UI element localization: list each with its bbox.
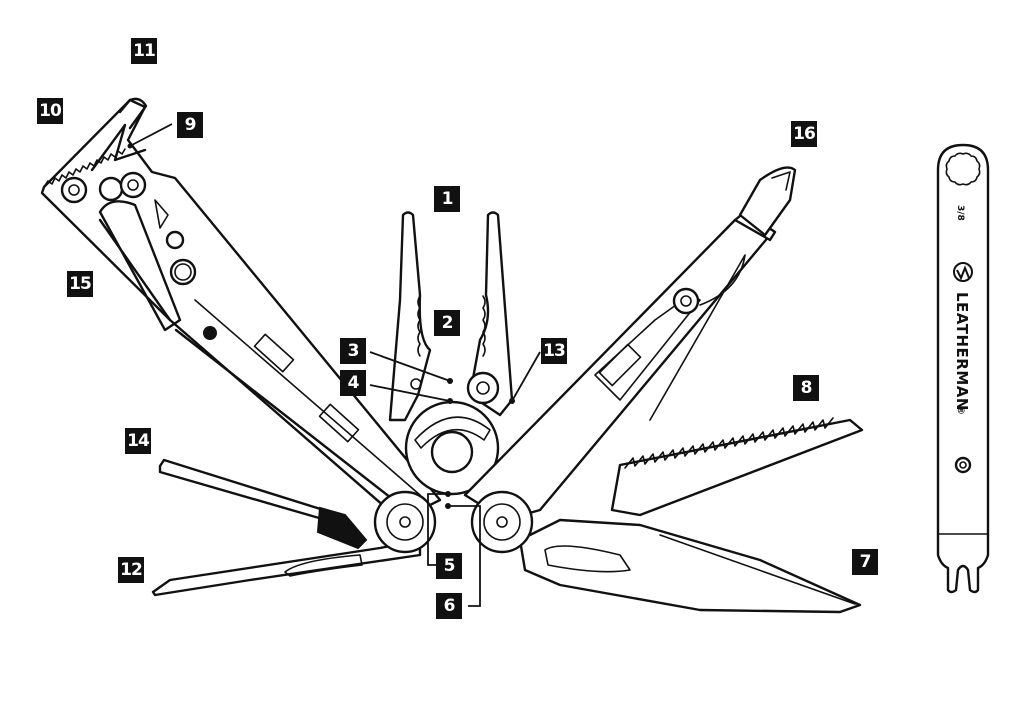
can-opener [98,200,182,332]
pry-tool-tip [118,97,148,130]
awl [158,458,368,550]
pivots [373,490,534,554]
saw-teeth [624,417,834,469]
registered-mark: ® [955,406,965,415]
knife-blade [518,518,862,614]
brand-text: LEATHERMAN [953,292,971,411]
callout-5: 5 [436,553,462,579]
serrated-blade [151,538,422,597]
callout-9: 9 [177,112,203,138]
callout-4: 4 [340,370,366,396]
pliers [388,211,514,496]
callout-15: 15 [67,271,93,297]
callout-12: 12 [118,557,144,583]
callout-10: 10 [37,98,63,124]
callout-13: 13 [541,338,567,364]
size-label: 3/8 [955,205,965,221]
file-teeth [43,148,126,188]
saw [610,417,864,517]
callout-16: 16 [791,121,817,147]
twelve-point-socket [945,152,981,186]
callout-14: 14 [125,428,151,454]
leader-lines [127,123,541,607]
callout-6: 6 [436,593,462,619]
callout-11: 11 [131,38,157,64]
wire-strip-notch [90,123,147,172]
callout-7: 7 [852,549,878,575]
callout-2: 2 [434,310,460,336]
leatherman-logo [953,262,973,282]
left-handle [40,97,442,522]
callout-1: 1 [434,186,460,212]
right-handle [463,166,797,522]
callout-8: 8 [793,375,819,401]
bit-wrench: 3/8 LEATHERMAN ® [936,143,990,594]
callout-3: 3 [340,338,366,364]
